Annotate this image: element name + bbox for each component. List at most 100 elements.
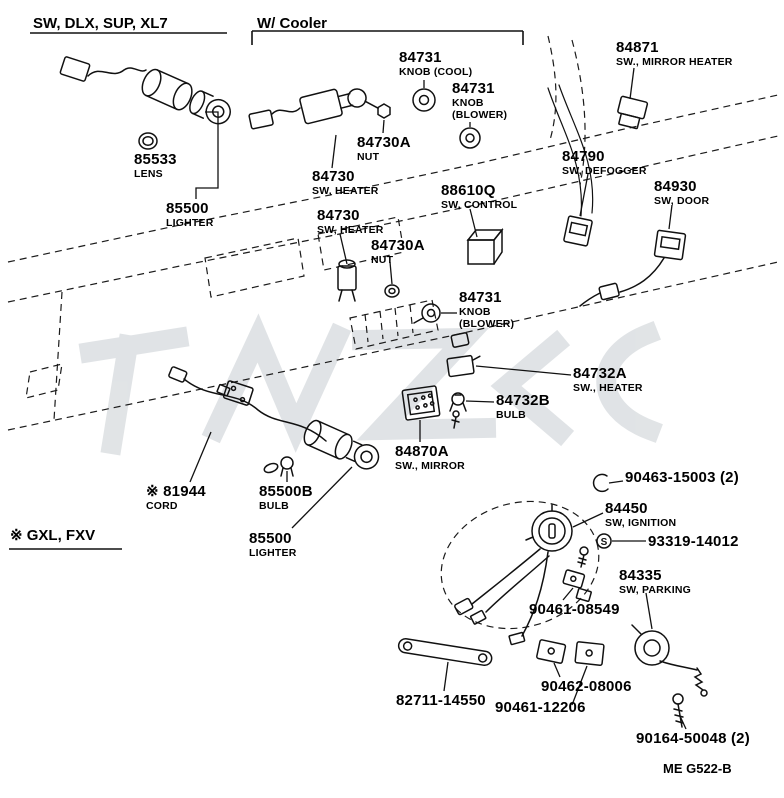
part-number: 84871 xyxy=(616,39,659,56)
part-desc: LIGHTER xyxy=(166,216,214,229)
lighter-assembly-bottom xyxy=(303,419,380,470)
part-number: 90461-12206 xyxy=(495,699,586,716)
part-number: 82711-14550 xyxy=(396,692,486,709)
lens-ring xyxy=(138,132,158,150)
part-desc: LENS xyxy=(134,167,163,180)
control-switch xyxy=(466,227,504,265)
part-desc: BULB xyxy=(496,408,526,421)
part-number: ※ 81944 xyxy=(146,483,206,500)
part-number: 84450 xyxy=(605,500,648,517)
part-desc: NUT xyxy=(371,253,394,266)
s-symbol-text: S xyxy=(601,537,608,548)
plate-90462 xyxy=(536,639,567,664)
part-desc: SW, PARKING xyxy=(619,583,692,596)
defogger-switch xyxy=(563,215,593,247)
part-label: 82711-14550 xyxy=(396,692,486,710)
part-desc: LIGHTER xyxy=(249,546,297,559)
part-number: 84730A xyxy=(371,237,425,254)
part-number: 84730 xyxy=(317,207,360,224)
part-label: 90462-08006 xyxy=(541,678,632,696)
lighter-assembly-top xyxy=(59,56,231,125)
part-desc: KNOB (BLOWER) xyxy=(459,305,515,330)
part-label: 90463-15003 (2) xyxy=(625,469,739,487)
strap-82711 xyxy=(397,638,493,667)
parts-artwork: S xyxy=(59,56,708,728)
part-desc: SW, HEATER xyxy=(312,184,379,197)
knob-blower-top xyxy=(459,127,481,149)
part-desc: SW, CONTROL xyxy=(441,198,518,211)
part-number: 84731 xyxy=(459,289,502,306)
part-number: 84731 xyxy=(399,49,442,66)
leader-lines xyxy=(189,67,687,730)
part-number: 90164-50048 (2) xyxy=(636,730,750,747)
part-number: 84930 xyxy=(654,178,697,195)
bulb-85500b xyxy=(263,456,294,477)
part-desc: SW, DEFOGGER xyxy=(562,164,647,177)
clamp-90461-08549 xyxy=(562,569,592,603)
part-number: 90463-15003 (2) xyxy=(625,469,739,486)
dashed-panel-outline xyxy=(7,35,779,630)
nut-2 xyxy=(384,284,400,298)
group-label-cooler: W/ Cooler xyxy=(257,15,327,32)
plate-90461-12206 xyxy=(574,641,605,666)
part-number: 88610Q xyxy=(441,182,496,199)
part-desc: SW., MIRROR xyxy=(395,459,465,472)
part-desc: SW., HEATER xyxy=(573,381,643,394)
part-number: 85500B xyxy=(259,483,313,500)
part-desc: SW., MIRROR HEATER xyxy=(616,55,733,68)
ignition-switch xyxy=(454,504,573,646)
part-number: 85533 xyxy=(134,151,177,168)
group-label-bottom-left: ※ GXL, FXV xyxy=(10,527,96,544)
part-desc: BULB xyxy=(259,499,289,512)
part-number: 90462-08006 xyxy=(541,678,632,695)
defogger-harness xyxy=(547,84,594,217)
part-desc: NUT xyxy=(357,150,380,163)
heater-switch-2 xyxy=(337,259,357,302)
part-desc: SW, IGNITION xyxy=(605,516,677,529)
part-number: 93319-14012 xyxy=(648,533,739,550)
part-number: 85500 xyxy=(249,530,292,547)
part-number: 84870A xyxy=(395,443,449,460)
cooler-heater-switch xyxy=(248,88,391,130)
part-number: 84732B xyxy=(496,392,550,409)
screw-s-symbol: S xyxy=(577,533,612,568)
part-desc: SW, DOOR xyxy=(654,194,710,207)
part-number: 84732A xyxy=(573,365,627,382)
part-desc: KNOB (COOL) xyxy=(399,65,473,78)
page-code: ME G522-B xyxy=(663,761,732,776)
watermark xyxy=(78,313,663,456)
part-desc: KNOB (BLOWER) xyxy=(452,96,508,121)
part-label: 90164-50048 (2) xyxy=(636,730,750,748)
group-label-top-left: SW, DLX, SUP, XL7 xyxy=(33,15,168,32)
heater-switch-84732a xyxy=(446,332,481,378)
part-label: 90461-12206 xyxy=(495,699,586,717)
screw-90164 xyxy=(672,693,684,728)
part-desc: SW, HEATER xyxy=(317,223,384,236)
mirror-switch xyxy=(401,385,441,421)
knob-blower-2 xyxy=(413,303,441,324)
part-number: 84730 xyxy=(312,168,355,185)
c-clip xyxy=(592,473,609,493)
group-brackets xyxy=(9,30,524,550)
